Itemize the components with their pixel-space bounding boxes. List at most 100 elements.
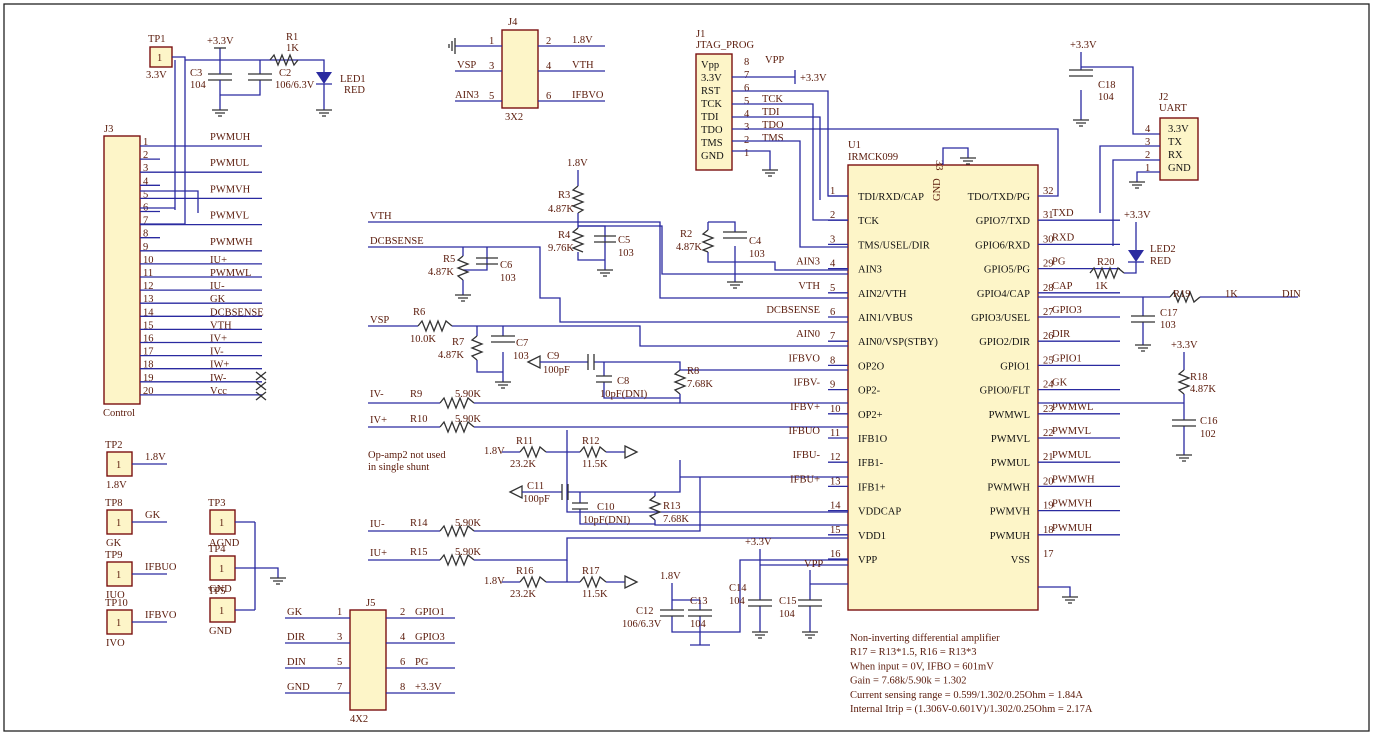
j5-right-net-3: +3.3V: [415, 682, 442, 693]
j5-left-net-1: DIR: [287, 632, 305, 643]
j5-ref: J5: [366, 598, 375, 609]
u1-left-net-labels: AIN3VTHDCBSENSEAIN0IFBVOIFBV-IFBV+IFBUOI…: [766, 257, 820, 486]
j5-body: [349, 609, 387, 711]
dcbsense-net: DCBSENSE: [370, 236, 424, 247]
u1-pin-13: 13: [830, 476, 841, 487]
j3-net-0: PWMUH: [210, 132, 251, 143]
note-line-2: When input = 0V, IFBO = 601mV: [850, 661, 994, 672]
u1-pin-7: 7: [830, 331, 835, 342]
r11-value: 23.2K: [510, 459, 536, 470]
j3-pin-5: 5: [143, 189, 148, 200]
r20-value: 1K: [1095, 281, 1108, 292]
j1-pin-5: 5: [744, 96, 749, 107]
tp-ref-7: TP5: [208, 586, 226, 597]
u1-pin-19: 19: [1043, 501, 1054, 512]
c6-ref: C6: [500, 260, 512, 271]
r10-value: 5.90K: [455, 414, 481, 425]
j3-net-13: IW+: [210, 360, 229, 371]
j1-pin-4: 4: [744, 109, 750, 120]
j3-pin-19: 19: [143, 373, 154, 384]
j5-left-net-3: GND: [287, 682, 310, 693]
u1-pin-14-label: VDDCAP: [858, 507, 901, 518]
r15-value: 5.90K: [455, 547, 481, 558]
u1-left-net-1: VTH: [798, 281, 820, 292]
c8-value: 10pF(DNI): [600, 389, 648, 400]
c12-1v8-label: 1.8V: [660, 571, 681, 582]
j5-pin-8: 8: [400, 682, 405, 693]
j3-net-1: PWMUL: [210, 158, 249, 169]
u1-pin-26: 26: [1043, 331, 1054, 342]
led2-ref: LED2: [1150, 244, 1176, 255]
c5-value: 103: [618, 248, 634, 259]
j2-pin-3: 3: [1145, 137, 1150, 148]
j1-row-3.3V: 3.3V: [701, 73, 722, 84]
c18-ref: C18: [1098, 80, 1116, 91]
j4-net-1v8: 1.8V: [572, 35, 593, 46]
j3-ref: J3: [104, 124, 113, 135]
led1-ref: LED1: [340, 74, 366, 85]
tp-ref-5: TP3: [208, 498, 226, 509]
right-peripherals: +3.3V LED2 RED R20 1K R19 1K DIN C17 103…: [1038, 210, 1301, 462]
j1-row-TDO: TDO: [701, 125, 723, 136]
u1-pin-25-label: GPIO1: [1000, 361, 1030, 372]
j2-pin-2: 2: [1145, 150, 1150, 161]
tp-net-3: IUO: [106, 590, 125, 601]
r6-ref: R6: [413, 307, 425, 318]
j1-row-TMS: TMS: [701, 138, 723, 149]
j5-name: 4X2: [350, 714, 368, 725]
j4-name: 3X2: [505, 112, 523, 123]
j4-net-ain3: AIN3: [455, 90, 479, 101]
c14-value: 104: [729, 596, 746, 607]
ium-net: IU-: [370, 519, 385, 530]
tp-body-1: [106, 451, 133, 477]
u1-pin-22-label: PWMVL: [991, 434, 1030, 445]
c2-value: 106/6.3V: [275, 80, 315, 91]
tp-ref-6: TP4: [208, 544, 226, 555]
c12-ref: C12: [636, 606, 654, 617]
j1-pin-3: 3: [744, 122, 749, 133]
j2-row-2: RX: [1168, 150, 1183, 161]
u1-pin-30: 30: [1043, 234, 1054, 245]
u1-pin-32-label: TDO/TXD/PG: [968, 192, 1031, 203]
r18-ref: R18: [1190, 372, 1208, 383]
r2-value: 4.87K: [676, 242, 702, 253]
j1-row-RST: RST: [701, 86, 721, 97]
u1-pin-8: 8: [830, 355, 835, 366]
c7-ref: C7: [516, 338, 528, 349]
u1-pin-18-label: PWMUH: [990, 531, 1031, 542]
j3-control-connector: J3 Control 12345678910111213141516171819…: [103, 60, 267, 419]
u1-left-net-3: AIN0: [796, 329, 820, 340]
j1-body: [695, 53, 733, 171]
j2-body: [1159, 117, 1199, 181]
j5-left-net-2: DIN: [287, 657, 306, 668]
c17-ref: C17: [1160, 308, 1178, 319]
r3-1v8-label: 1.8V: [567, 158, 588, 169]
c14-ref: C14: [729, 583, 747, 594]
j5-pin-4: 4: [400, 632, 406, 643]
u1-left-net-0: AIN3: [796, 257, 820, 268]
j3-pin-7: 7: [143, 216, 148, 227]
j3-pin-3: 3: [143, 163, 148, 174]
j2-row-0: 3.3V: [1168, 124, 1189, 135]
u1-pin-7-label: AIN0/VSP(STBY): [858, 337, 938, 348]
u1-left-net-4: IFBVO: [788, 353, 820, 364]
r4-ref: R4: [558, 230, 571, 241]
j1-ref: J1: [696, 29, 705, 40]
r13-value: 7.68K: [663, 514, 689, 525]
j3-net-6: PWMWL: [210, 268, 251, 279]
u1-pin-19-label: PWMVH: [990, 507, 1031, 518]
u1-pin-28: 28: [1043, 283, 1054, 294]
r18-value: 4.87K: [1190, 384, 1216, 395]
note-line-0: Non-inverting differential amplifier: [850, 633, 1000, 644]
u1-pin-11: 11: [830, 428, 840, 439]
u1-pin-20-label: PWMWH: [987, 482, 1030, 493]
tp1-ref: TP1: [148, 34, 166, 45]
u1-pin-21: 21: [1043, 452, 1054, 463]
j3-net-3: PWMVL: [210, 211, 249, 222]
j2-pin-4: 4: [1145, 124, 1151, 135]
tp-pin-1: 1: [116, 460, 121, 471]
j3-pin-13: 13: [143, 294, 154, 305]
tp-wire-label-3: IFBUO: [145, 562, 177, 573]
tp-pin-5: 1: [219, 518, 224, 529]
